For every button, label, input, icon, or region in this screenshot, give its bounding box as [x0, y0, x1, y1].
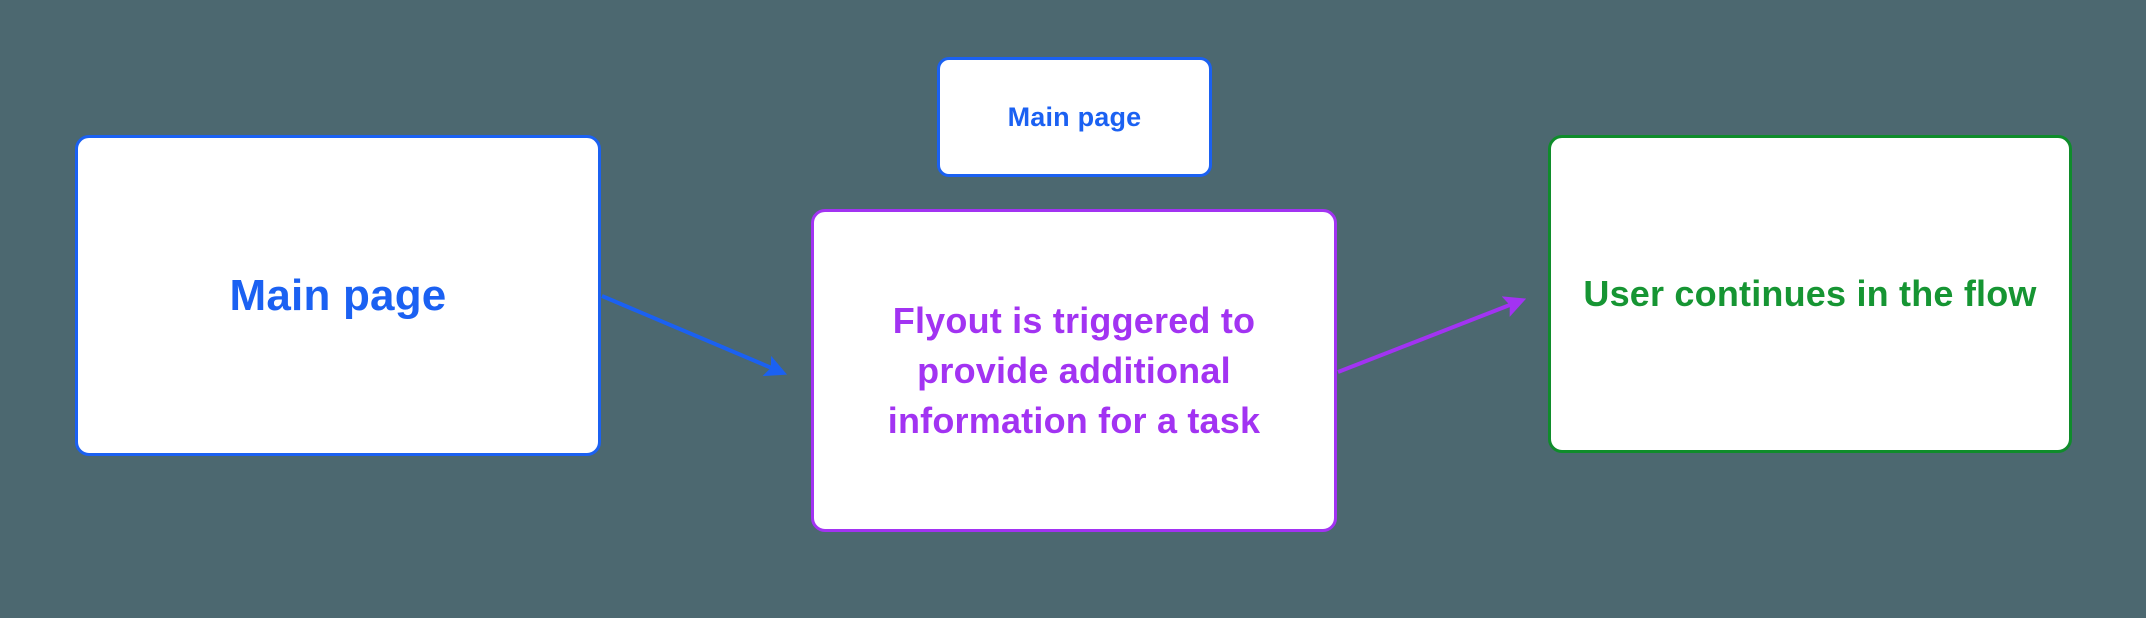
- node-flyout-label-line-1: Flyout is triggered to: [892, 299, 1256, 341]
- connector-mainpage-to-flyout: [601, 294, 788, 377]
- connector-flyout-to-continue: [1337, 296, 1527, 374]
- node-main-page[interactable]: Main page: [75, 135, 601, 456]
- node-main-page-label: Main page: [229, 270, 447, 320]
- node-flyout-label: Flyout is triggered to provide additiona…: [888, 296, 1260, 446]
- node-main-page-small-label: Main page: [1007, 101, 1142, 132]
- node-flyout-label-line-2: provide additional: [917, 349, 1231, 391]
- node-flyout[interactable]: Flyout is triggered to provide additiona…: [811, 209, 1337, 532]
- node-main-page-small[interactable]: Main page: [937, 57, 1212, 177]
- node-user-continues[interactable]: User continues in the flow: [1548, 135, 2072, 453]
- node-user-continues-label: User continues in the flow: [1583, 273, 2037, 314]
- node-flyout-label-line-3: information for a task: [887, 399, 1261, 441]
